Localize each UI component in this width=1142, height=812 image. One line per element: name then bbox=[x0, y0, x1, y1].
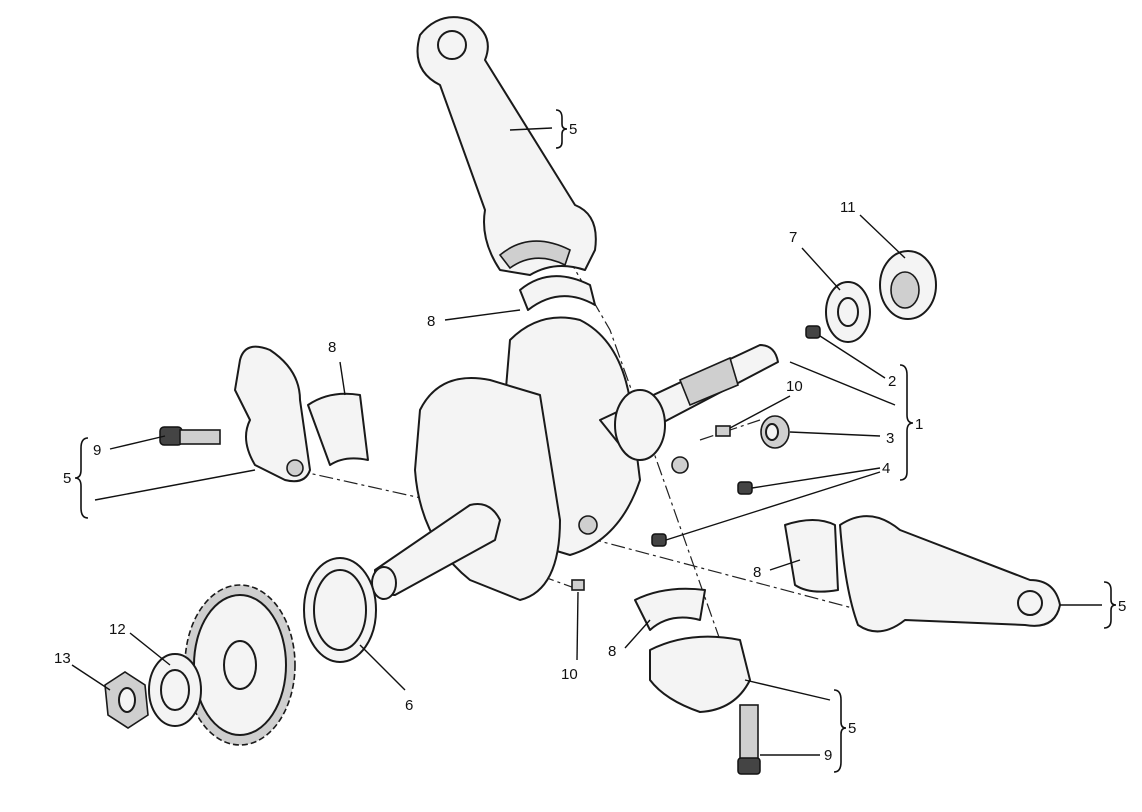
callout-rod-top-group: 5 bbox=[569, 121, 577, 138]
plug-4-lower bbox=[651, 533, 667, 547]
callout-washer-7: 7 bbox=[789, 229, 797, 246]
bearing-shell-bottom bbox=[634, 587, 706, 631]
washer-7 bbox=[825, 281, 871, 343]
callout-plug-4: 4 bbox=[882, 460, 890, 477]
callout-key-10-bottom: 10 bbox=[561, 666, 578, 683]
callout-bearing-left: 8 bbox=[328, 339, 336, 356]
callout-bearing-right: 8 bbox=[753, 564, 761, 581]
callout-bearing-bottom: 8 bbox=[608, 643, 616, 660]
callout-washer-12: 12 bbox=[109, 621, 126, 638]
gear bbox=[184, 584, 296, 746]
bearing-shell-right bbox=[784, 519, 839, 593]
bolt-bottom bbox=[737, 704, 761, 775]
callout-crank-group: 1 bbox=[915, 416, 923, 433]
crankshaft bbox=[371, 316, 779, 601]
nut-11 bbox=[879, 250, 937, 320]
callout-rod-left-group: 5 bbox=[63, 470, 71, 487]
bearing-3 bbox=[760, 415, 790, 449]
key-10-bottom bbox=[571, 579, 585, 591]
plug-2 bbox=[805, 325, 821, 339]
callout-bolt-9-left: 9 bbox=[93, 442, 101, 459]
callout-bolt-9-bottom: 9 bbox=[824, 747, 832, 764]
callout-key-10-right: 10 bbox=[786, 378, 803, 395]
leader-lines bbox=[71, 127, 1102, 756]
connecting-rod-cap-bottom bbox=[649, 635, 751, 713]
braces bbox=[74, 109, 1117, 773]
callout-rod-bottom-group: 5 bbox=[848, 720, 856, 737]
key-10-right bbox=[715, 425, 731, 437]
plug-4-upper bbox=[737, 481, 753, 495]
callout-washer-6: 6 bbox=[405, 697, 413, 714]
callout-nut-13: 13 bbox=[54, 650, 71, 667]
nut-13 bbox=[104, 671, 149, 729]
washer-12 bbox=[148, 653, 202, 727]
callout-bearing-top: 8 bbox=[427, 313, 435, 330]
callout-nut-11: 11 bbox=[840, 199, 856, 216]
callout-labels: 5 11 7 8 8 2 1 10 3 4 9 5 8 5 12 13 8 10… bbox=[54, 121, 1126, 764]
connecting-rod-right bbox=[839, 515, 1061, 633]
bearing-shell-top bbox=[519, 275, 596, 311]
connecting-rod-top bbox=[416, 16, 597, 276]
callout-plug-2: 2 bbox=[888, 373, 896, 390]
callout-bearing-3: 3 bbox=[886, 430, 894, 447]
connecting-rod-cap-left bbox=[234, 345, 311, 483]
bearing-shell-left bbox=[307, 392, 369, 466]
washer-6 bbox=[303, 557, 377, 663]
bolt-left bbox=[159, 426, 221, 446]
callout-rod-right-group: 5 bbox=[1118, 598, 1126, 615]
